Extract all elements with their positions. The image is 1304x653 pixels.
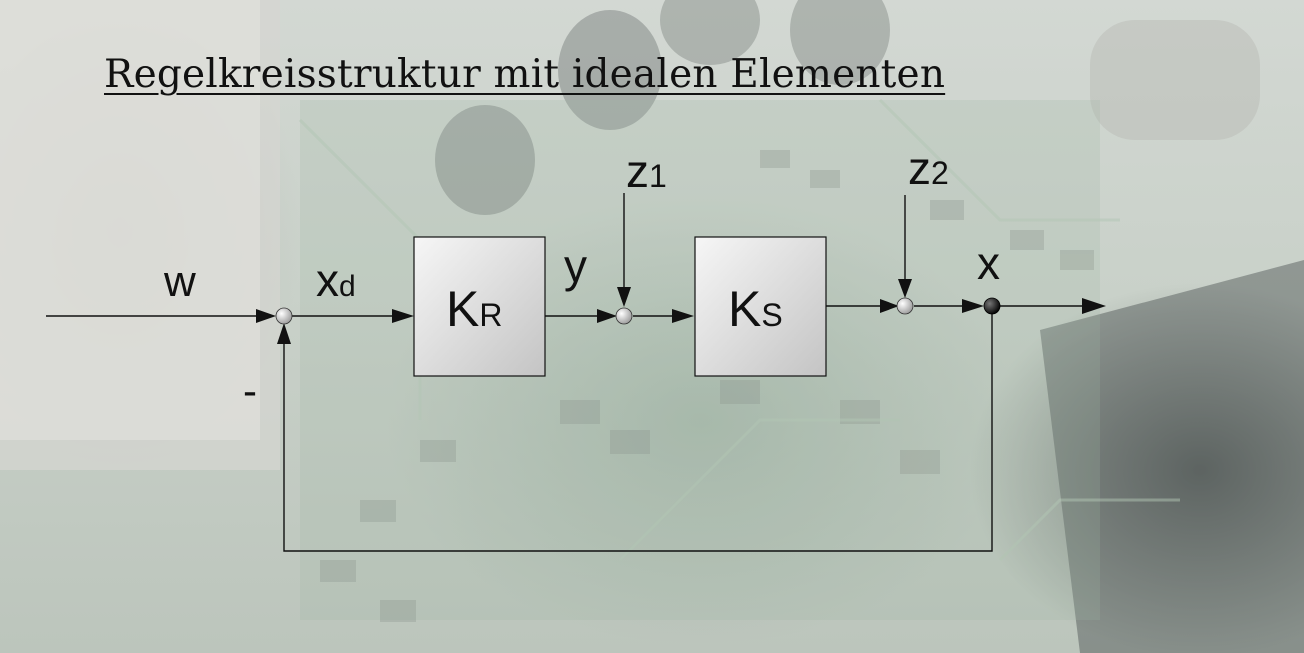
- branch-node-x: [983, 297, 1001, 315]
- controller-label: KR: [446, 281, 502, 337]
- arrowhead-feedback: [277, 323, 291, 344]
- arrowhead-z2: [898, 279, 912, 298]
- arrowhead-xd: [392, 309, 414, 323]
- summing-point-1: [275, 307, 293, 325]
- line-feedback: [283, 306, 993, 552]
- arrowhead-y: [597, 309, 617, 323]
- disturbance-z1-label: z1: [626, 145, 667, 197]
- signal-x-label: x: [977, 237, 1000, 289]
- feedback-minus-sign: -: [243, 367, 257, 414]
- controller-block: [413, 236, 546, 377]
- arrowhead-output: [1082, 298, 1106, 314]
- signal-w-label: w: [163, 257, 196, 306]
- plant-block: [694, 236, 827, 377]
- plant-label: KS: [728, 281, 783, 337]
- disturbance-z2-label: z2: [908, 142, 949, 194]
- arrowhead-sum1-in: [256, 309, 276, 323]
- summing-point-2: [615, 307, 633, 325]
- arrowhead-x: [962, 299, 984, 313]
- diagram-title: Regelkreisstruktur mit idealen Elementen: [104, 52, 946, 97]
- arrowhead-u: [672, 309, 694, 323]
- arrowhead-z1: [617, 287, 631, 307]
- signal-y-label: y: [564, 240, 587, 292]
- summing-point-3: [896, 297, 914, 315]
- signal-xd-label: xd: [316, 254, 356, 306]
- arrowhead-ks-out: [880, 299, 899, 313]
